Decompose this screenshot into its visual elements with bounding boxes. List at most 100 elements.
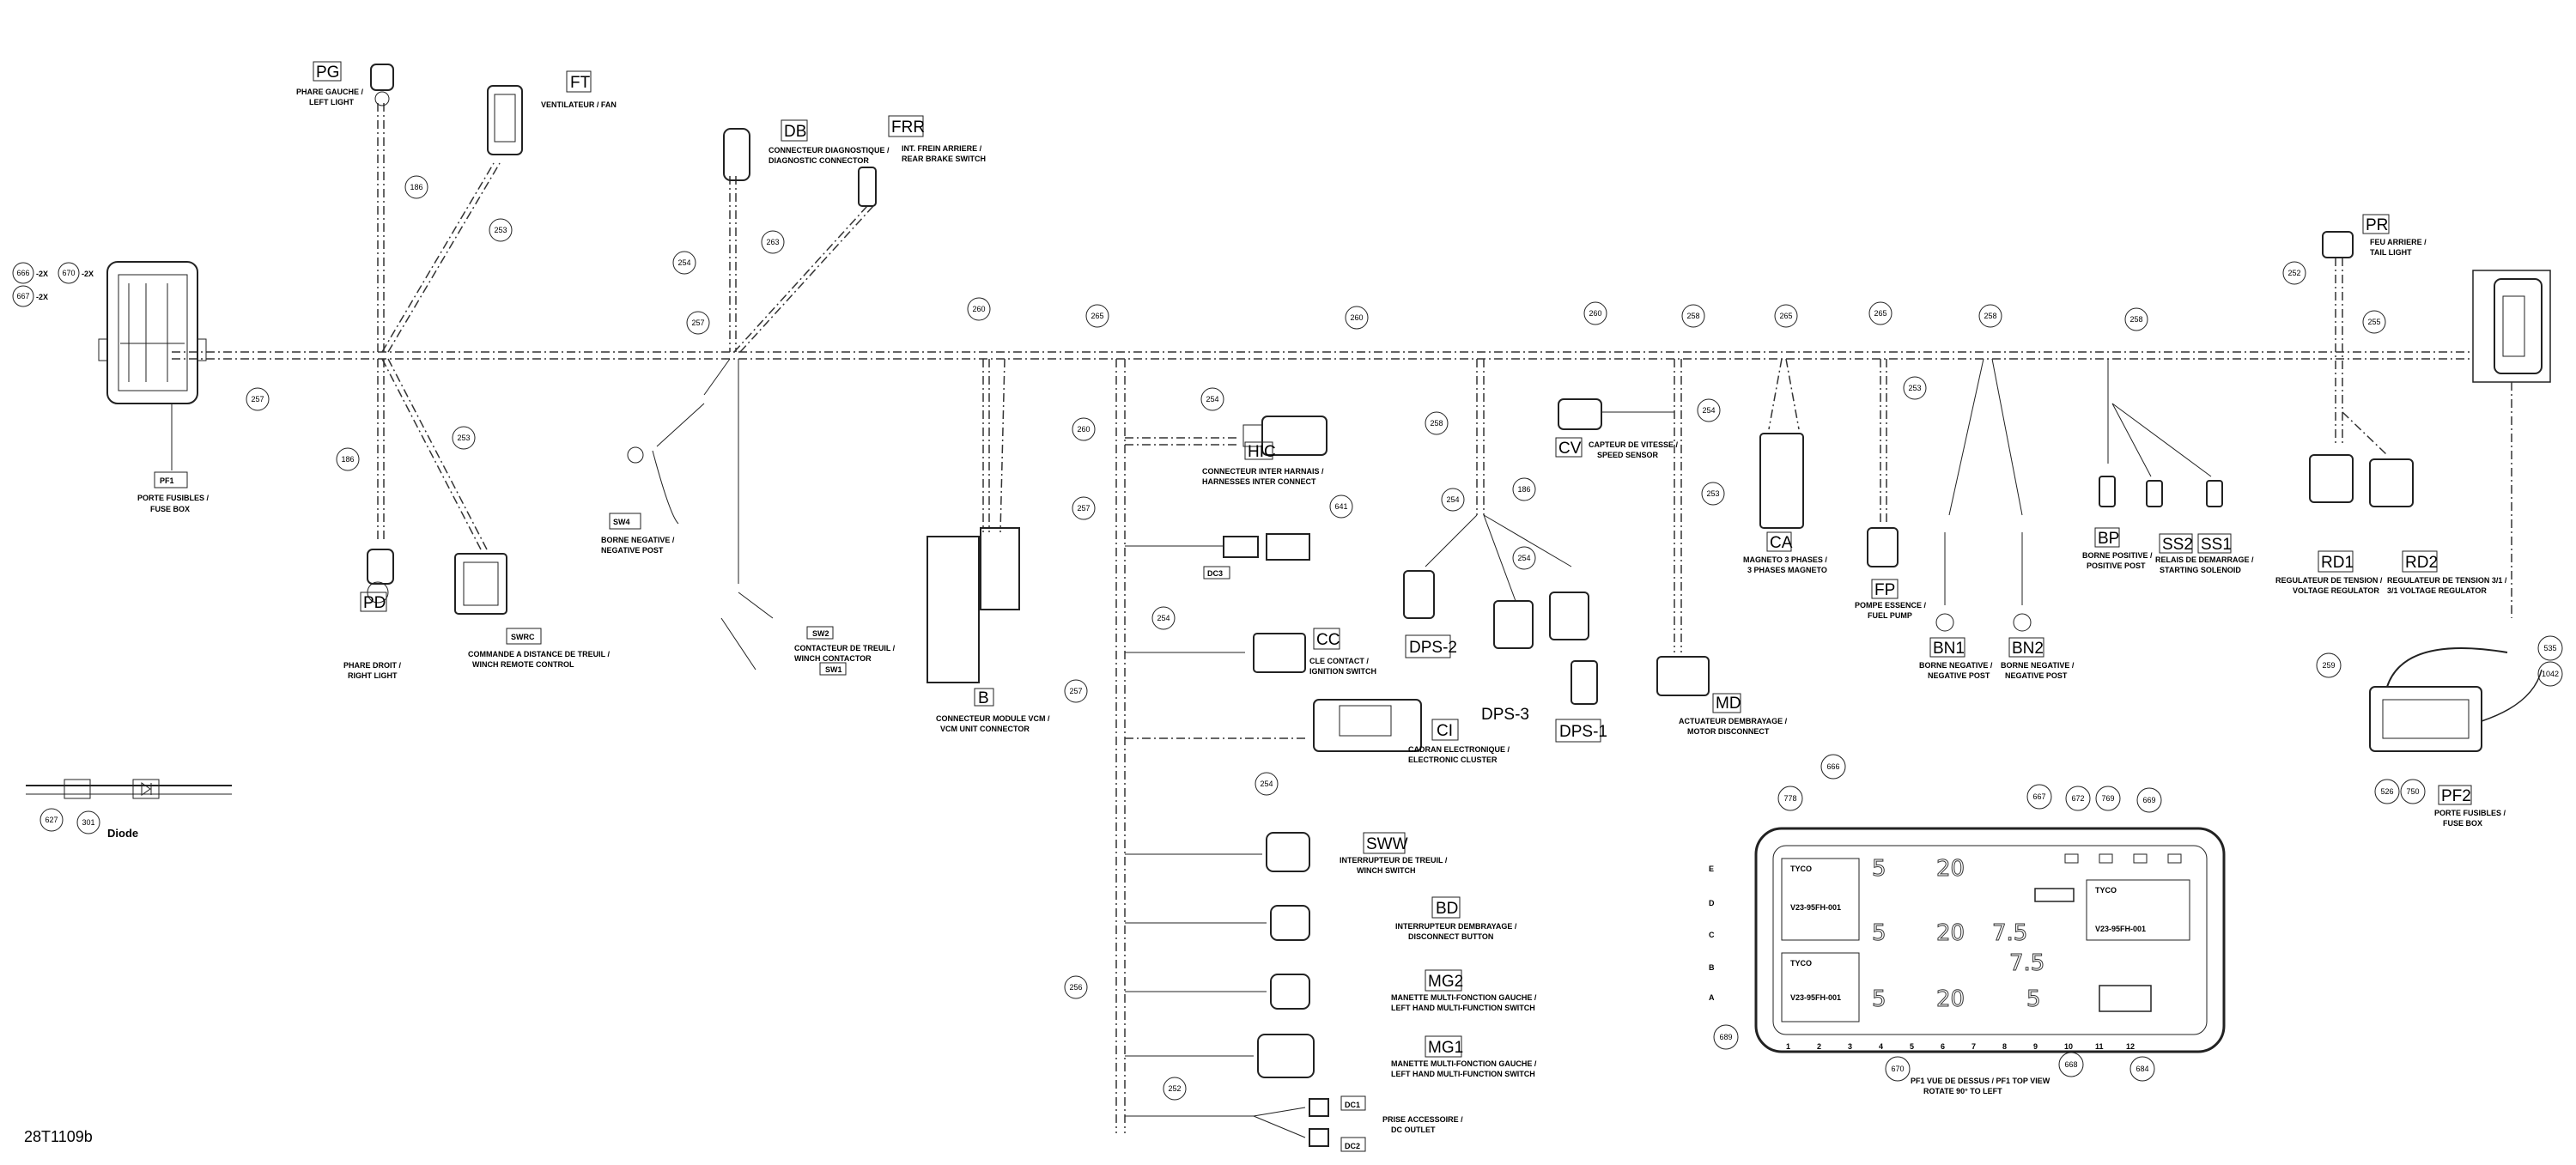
- svg-text:RIGHT LIGHT: RIGHT LIGHT: [348, 671, 398, 680]
- fuse-box-top-view[interactable]: TYCO V23-95FH-001 TYCO V23-95FH-001 TYCO…: [1754, 827, 2226, 1053]
- svg-text:265: 265: [1091, 312, 1103, 320]
- svg-text:PF1 VUE DE DESSUS / PF1 TOP VI: PF1 VUE DE DESSUS / PF1 TOP VIEW: [1911, 1077, 2050, 1085]
- svg-text:BORNE NEGATIVE /: BORNE NEGATIVE /: [2001, 661, 2075, 670]
- connector-bp[interactable]: BP BORNE POSITIVE / POSITIVE POST: [2082, 359, 2153, 570]
- svg-text:667: 667: [2032, 792, 2045, 801]
- svg-text:REGULATEUR DE TENSION 3/1 /: REGULATEUR DE TENSION 3/1 /: [2387, 576, 2507, 585]
- fuse-box-pf1-left[interactable]: [98, 261, 207, 404]
- connector-db[interactable]: DB CONNECTEUR DIAGNOSTIQUE / DIAGNOSTIC …: [723, 119, 890, 352]
- svg-text:CONNECTEUR INTER HARNAIS /: CONNECTEUR INTER HARNAIS /: [1202, 467, 1324, 476]
- connector-ft[interactable]: FT VENTILATEUR / FAN: [381, 70, 617, 353]
- svg-text:DC OUTLET: DC OUTLET: [1391, 1126, 1436, 1134]
- connector-sw4[interactable]: SW4 BORNE NEGATIVE / NEGATIVE POST: [601, 358, 731, 555]
- connector-rd1[interactable]: RD1 REGULATEUR DE TENSION / VOLTAGE REGU…: [2275, 454, 2383, 595]
- connector-hic[interactable]: HIC CONNECTEUR INTER HARNAIS / HARNESSES…: [1125, 416, 1327, 486]
- connector-ci[interactable]: CI CADRAN ELECTRONIQUE / ELECTRONIC CLUS…: [1125, 699, 1529, 764]
- svg-text:1042: 1042: [2542, 670, 2559, 678]
- connector-fp[interactable]: FP POMPE ESSENCE / FUEL PUMP: [1855, 359, 1927, 620]
- svg-text:MG2: MG2: [1428, 973, 1463, 991]
- svg-text:-2X: -2X: [82, 270, 94, 278]
- svg-text:REGULATEUR DE TENSION /: REGULATEUR DE TENSION /: [2275, 576, 2383, 585]
- connector-ca[interactable]: CA MAGNETO 3 PHASES / 3 PHASES MAGNETO: [1743, 358, 1827, 574]
- svg-text:DC1: DC1: [1345, 1101, 1360, 1109]
- fuse-box-col-labels: 1 2 3 4 5 6 7 8 9 10 11 12: [1786, 1042, 2135, 1051]
- svg-text:BD: BD: [1436, 900, 1458, 918]
- fuse-box-row-labels: E D C B A: [1709, 865, 1715, 1002]
- svg-text:258: 258: [1984, 312, 1996, 320]
- svg-text:668: 668: [2064, 1060, 2077, 1069]
- svg-text:SW1: SW1: [825, 665, 842, 674]
- connector-pd[interactable]: PD PHARE DROIT / RIGHT LIGHT: [343, 359, 402, 680]
- svg-text:V23-95FH-001: V23-95FH-001: [1790, 903, 1841, 912]
- connector-bd[interactable]: BD INTERRUPTEUR DEMBRAYAGE / DISCONNECT …: [1125, 896, 1517, 941]
- svg-text:301: 301: [82, 818, 94, 827]
- svg-text:CADRAN ELECTRONIQUE /: CADRAN ELECTRONIQUE /: [1408, 745, 1510, 754]
- svg-text:1: 1: [1786, 1042, 1790, 1051]
- svg-text:PD: PD: [363, 594, 386, 612]
- svg-text:252: 252: [1168, 1084, 1181, 1093]
- svg-text:E: E: [1709, 865, 1714, 873]
- svg-text:254: 254: [1206, 395, 1218, 404]
- svg-text:CONTACTEUR DE TREUIL /: CONTACTEUR DE TREUIL /: [794, 644, 896, 652]
- svg-text:INTERRUPTEUR DEMBRAYAGE /: INTERRUPTEUR DEMBRAYAGE /: [1395, 922, 1517, 931]
- fuse-box-pf2-side[interactable]: [2472, 270, 2551, 618]
- connector-sw1[interactable]: SW1: [720, 617, 847, 676]
- connector-swrc[interactable]: SWRC COMMANDE A DISTANCE DE TREUIL / WIN…: [381, 358, 611, 669]
- connector-sw2[interactable]: SW2 CONTACTEUR DE TREUIL / WINCH CONTACT…: [738, 359, 896, 663]
- connector-cv[interactable]: CV CAPTEUR DE VITESSE / SPEED SENSOR: [1555, 398, 1679, 459]
- connector-mg2[interactable]: MG2 MANETTE MULTI-FONCTION GAUCHE / LEFT…: [1125, 969, 1537, 1012]
- connector-frr[interactable]: FRR INT. FREIN ARRIERE / REAR BRAKE SWIT…: [733, 115, 986, 353]
- svg-text:PHARE DROIT /: PHARE DROIT /: [343, 661, 402, 670]
- connector-dps[interactable]: DPS-2 DPS-1: [1403, 359, 1607, 743]
- svg-text:257: 257: [691, 319, 704, 327]
- svg-text:RD1: RD1: [2321, 554, 2354, 572]
- svg-text:BN1: BN1: [1933, 640, 1965, 658]
- svg-text:254: 254: [1157, 614, 1170, 622]
- svg-text:-2X: -2X: [36, 270, 48, 278]
- connector-mg1[interactable]: MG1 MANETTE MULTI-FONCTION GAUCHE / LEFT…: [1125, 1034, 1537, 1078]
- connector-ss2[interactable]: SS2 RELAIS DE DEMARRAGE / STARTING SOLEN…: [2111, 403, 2254, 574]
- connector-dc3[interactable]: DC3: [1125, 533, 1310, 579]
- svg-text:255: 255: [2367, 318, 2380, 326]
- svg-text:VENTILATEUR / FAN: VENTILATEUR / FAN: [541, 100, 617, 109]
- svg-text:BORNE POSITIVE /: BORNE POSITIVE /: [2082, 551, 2153, 560]
- svg-text:MD: MD: [1716, 695, 1741, 713]
- svg-text:252: 252: [2287, 269, 2300, 277]
- svg-text:5: 5: [1872, 856, 1886, 882]
- fuse-box-pf2-detail[interactable]: PF2 PORTE FUSIBLES / FUSE BOX: [2369, 647, 2543, 828]
- connector-pr[interactable]: PR FEU ARRIERE / TAIL LIGHT: [2322, 214, 2427, 446]
- connector-dc2[interactable]: DC2: [1253, 1115, 1366, 1152]
- connector-pg[interactable]: PG PHARE GAUCHE / LEFT LIGHT: [296, 61, 394, 352]
- svg-text:254: 254: [1517, 554, 1530, 562]
- svg-text:260: 260: [1589, 309, 1601, 318]
- drawing-id: 28T1109b: [24, 1128, 93, 1145]
- svg-text:750: 750: [2406, 787, 2419, 796]
- connector-sww[interactable]: SWW INTERRUPTEUR DE TREUIL / WINCH SWITC…: [1125, 832, 1448, 875]
- svg-text:778: 778: [1783, 794, 1796, 803]
- svg-text:DPS-1: DPS-1: [1559, 723, 1607, 741]
- svg-text:B: B: [1709, 963, 1715, 972]
- svg-text:PHARE GAUCHE /: PHARE GAUCHE /: [296, 88, 364, 96]
- main-harness-trunk: [172, 351, 2473, 360]
- svg-text:10: 10: [2064, 1042, 2073, 1051]
- svg-text:689: 689: [1719, 1033, 1732, 1041]
- svg-text:LEFT LIGHT: LEFT LIGHT: [309, 98, 354, 106]
- connector-ss1[interactable]: SS1: [2111, 403, 2232, 554]
- svg-text:7: 7: [1971, 1042, 1976, 1051]
- connector-bn2[interactable]: BN2 BORNE NEGATIVE / NEGATIVE POST: [1991, 358, 2075, 680]
- svg-text:INT. FREIN ARRIERE /: INT. FREIN ARRIERE /: [902, 144, 982, 153]
- connector-cc[interactable]: CC CLE CONTACT / IGNITION SWITCH: [1125, 628, 1376, 676]
- connector-dc1[interactable]: DC1 PRISE ACCESSOIRE / DC OUTLET: [1125, 1095, 1463, 1134]
- svg-text:20: 20: [1936, 856, 1965, 882]
- svg-text:DISCONNECT BUTTON: DISCONNECT BUTTON: [1408, 932, 1493, 941]
- svg-text:A: A: [1709, 993, 1715, 1002]
- svg-text:B: B: [978, 689, 989, 707]
- connector-b[interactable]: B CONNECTEUR MODULE VCM / VCM UNIT CONNE…: [927, 358, 1050, 733]
- connector-rd2[interactable]: RD2 REGULATEUR DE TENSION 3/1 / 3/1 VOLT…: [2342, 411, 2507, 595]
- connector-md[interactable]: MD ACTUATEUR DEMBRAYAGE / MOTOR DISCONNE…: [1656, 359, 1788, 736]
- svg-text:PF1: PF1: [160, 476, 174, 485]
- connector-bn1[interactable]: BN1 BORNE NEGATIVE / NEGATIVE POST: [1919, 358, 1993, 680]
- svg-text:NEGATIVE POST: NEGATIVE POST: [1928, 671, 1990, 680]
- svg-text:CONNECTEUR DIAGNOSTIQUE /: CONNECTEUR DIAGNOSTIQUE /: [769, 146, 890, 155]
